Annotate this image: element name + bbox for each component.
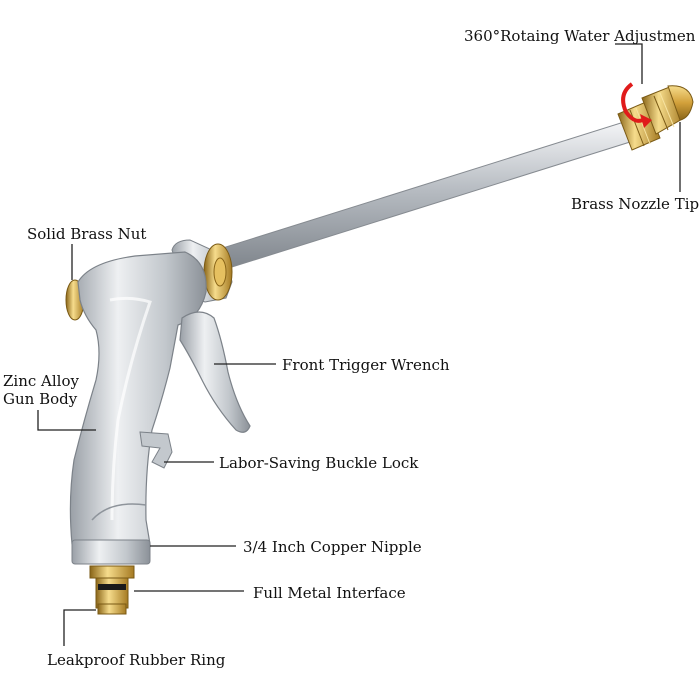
label-rotating-adjustment: 360°Rotaing Water Adjustmen (464, 27, 696, 45)
spray-rod (209, 121, 631, 273)
label-buckle-lock: Labor-Saving Buckle Lock (219, 454, 419, 472)
metal-interface-part (89, 565, 135, 615)
label-metal-interface: Full Metal Interface (253, 584, 406, 602)
leader-rubber-ring (63, 609, 96, 646)
label-gun-body: Zinc Alloy Gun Body (3, 372, 79, 408)
label-gun-body-line1: Zinc Alloy (3, 372, 79, 390)
label-gun-body-line2: Gun Body (3, 390, 78, 408)
label-nozzle-tip: Brass Nozzle Tip (571, 195, 700, 213)
leader-gun-body (37, 410, 96, 431)
label-trigger: Front Trigger Wrench (282, 356, 450, 374)
label-brass-nut: Solid Brass Nut (27, 225, 147, 243)
buckle-lock-part (139, 431, 173, 469)
rotation-arrow-icon (621, 82, 652, 128)
front-trigger-part (179, 311, 251, 433)
label-rubber-ring: Leakproof Rubber Ring (47, 651, 226, 669)
gun-body (69, 251, 207, 545)
leader-lines (37, 43, 681, 646)
leader-rotating-adjustment (615, 43, 643, 84)
label-copper-nipple: 3/4 Inch Copper Nipple (243, 538, 422, 556)
copper-nipple-part (71, 539, 151, 565)
